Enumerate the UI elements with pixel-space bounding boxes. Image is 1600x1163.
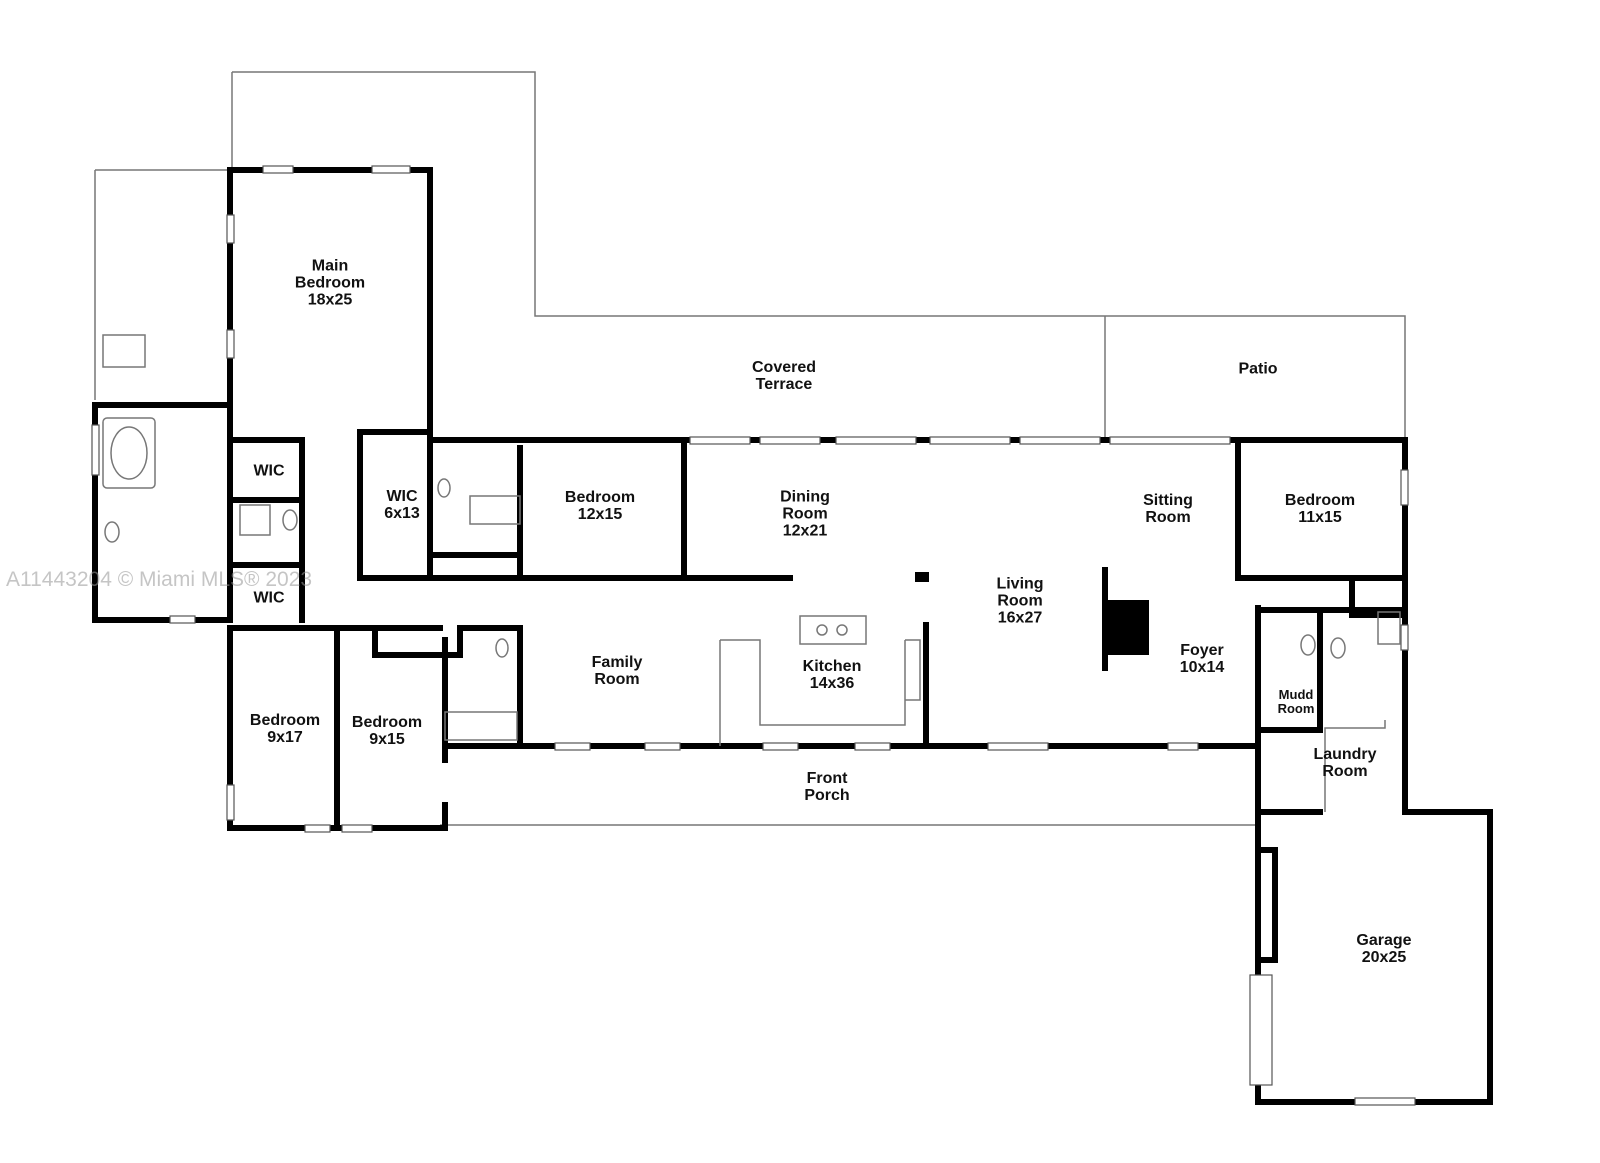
room-name: WIC: [253, 589, 285, 607]
room-name: Bedroom: [249, 712, 321, 729]
room-front-porch: Front Porch: [804, 770, 849, 804]
room-name-line2: Room: [594, 671, 640, 688]
room-name: WIC: [253, 462, 285, 480]
room-name: Covered: [751, 359, 817, 376]
room-name: Garage: [1356, 932, 1412, 949]
room-bedroom-9x15: Bedroom 9x15: [352, 714, 422, 748]
room-dining-room: Dining Room 12x21: [780, 489, 830, 540]
room-covered-terrace: Covered Terrace: [752, 359, 816, 393]
room-size: 16x27: [997, 609, 1043, 627]
room-name-line2: Porch: [804, 787, 850, 804]
room-main-bedroom: Main Bedroom 18x25: [295, 258, 365, 309]
room-name: Bedroom: [351, 714, 423, 731]
room-size: 12x15: [577, 506, 623, 523]
room-name-line2: Room: [782, 505, 828, 523]
room-wic-lower: WIC: [253, 590, 284, 607]
windows: [91, 165, 1416, 1106]
room-patio: Patio: [1238, 361, 1277, 378]
room-bedroom-9x17: Bedroom 9x17: [250, 712, 320, 746]
outdoor-outlines: [94, 71, 1406, 826]
room-name-line2: Room: [997, 592, 1043, 610]
room-sitting-room: Sitting Room: [1143, 492, 1193, 526]
room-kitchen: Kitchen 14x36: [803, 658, 862, 692]
room-garage: Garage 20x25: [1356, 932, 1411, 966]
room-size: 10x14: [1179, 659, 1225, 676]
room-laundry-room: Laundry Room: [1313, 746, 1376, 780]
room-name-line2: Room: [1145, 509, 1191, 526]
room-name-line2: Bedroom: [294, 274, 366, 292]
room-bedroom-12x15: Bedroom 12x15: [565, 489, 635, 523]
room-name: Dining: [780, 488, 830, 506]
room-wic-upper: WIC: [253, 463, 284, 480]
room-name-line2: Room: [1277, 701, 1315, 716]
room-name: Mudd: [1278, 687, 1314, 702]
room-name: Bedroom: [564, 489, 636, 506]
room-name: Foyer: [1180, 642, 1224, 659]
room-size: 6x13: [384, 505, 420, 522]
room-size: 9x15: [369, 731, 405, 748]
fixtures: [102, 334, 1401, 746]
room-name: Kitchen: [802, 658, 862, 675]
room-name-line2: Room: [1322, 763, 1368, 780]
room-size: 12x21: [782, 522, 828, 540]
room-name: Living: [996, 575, 1044, 593]
room-name: WIC: [386, 488, 418, 505]
room-name: Family: [591, 654, 643, 671]
room-mudd-room: Mudd Room: [1278, 688, 1315, 716]
room-wic-6x13: WIC 6x13: [384, 488, 420, 522]
room-size: 9x17: [267, 729, 303, 746]
room-name-line2: Terrace: [755, 376, 813, 393]
room-family-room: Family Room: [592, 654, 643, 688]
room-name: Laundry: [1313, 746, 1377, 763]
walls: [92, 167, 1493, 1105]
room-name: Patio: [1238, 360, 1278, 378]
room-name: Sitting: [1143, 492, 1193, 509]
room-foyer: Foyer 10x14: [1180, 642, 1225, 676]
room-size: 18x25: [307, 291, 353, 309]
room-name: Front: [806, 770, 848, 787]
watermark-text: A11443204 © Miami MLS® 2023: [6, 568, 313, 591]
room-name: Bedroom: [1284, 492, 1356, 509]
room-size: 14x36: [809, 675, 855, 692]
room-bedroom-11x15: Bedroom 11x15: [1285, 492, 1355, 526]
room-living-room: Living Room 16x27: [996, 576, 1043, 627]
room-name: Main: [311, 257, 349, 275]
room-size: 20x25: [1361, 949, 1407, 966]
room-size: 11x15: [1298, 509, 1342, 526]
